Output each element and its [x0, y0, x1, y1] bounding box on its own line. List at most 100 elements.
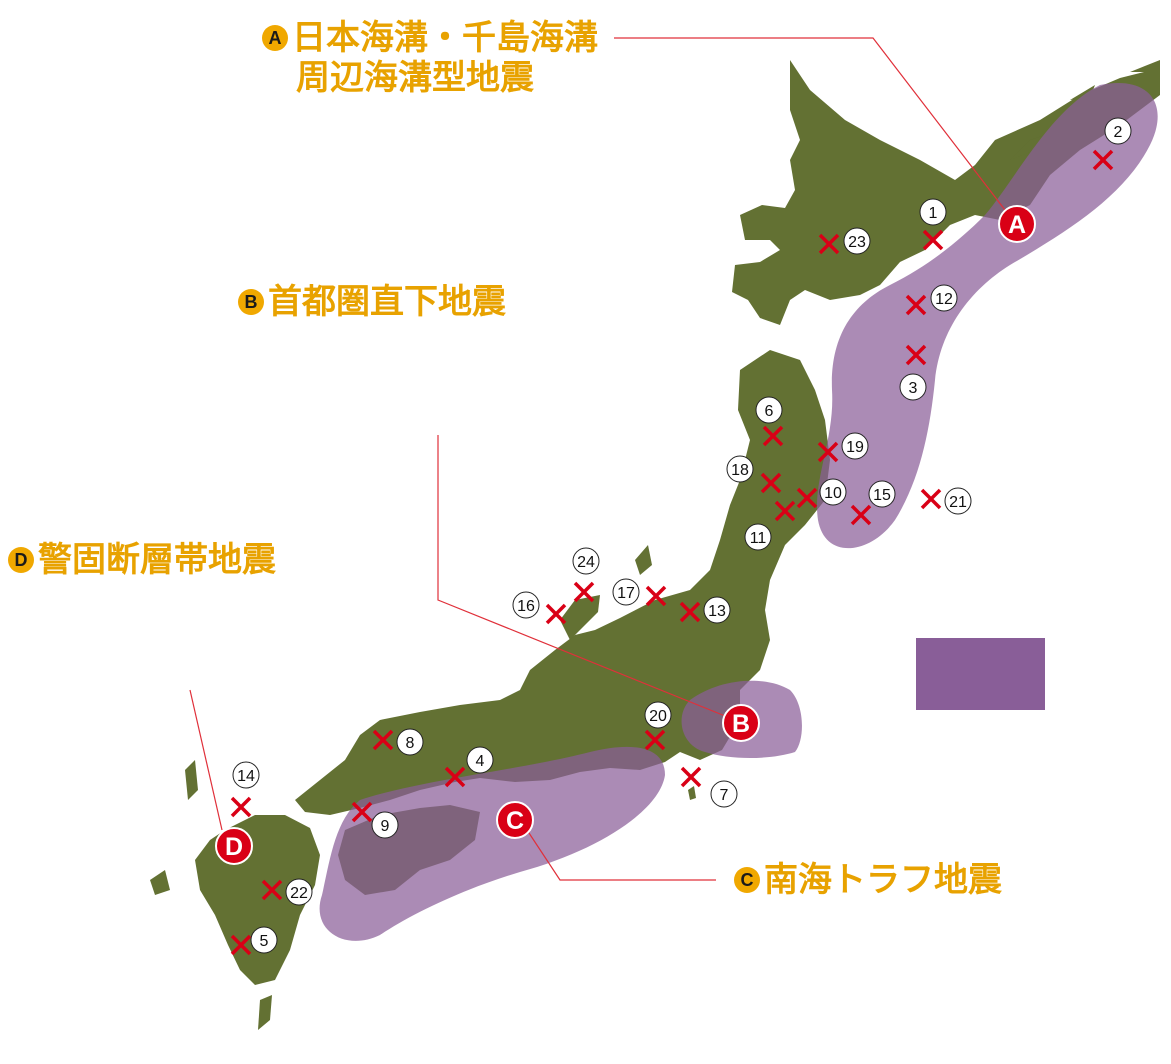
epicenter-3: 3: [899, 344, 927, 401]
epicenter-8: 8: [372, 728, 424, 756]
epicenter-18: 18: [726, 455, 782, 494]
epicenter-15: 15: [850, 480, 896, 526]
epicenter-17: 17: [612, 578, 667, 607]
epicenter-number-label: 10: [824, 485, 842, 502]
epicenter-number-circle: [703, 596, 731, 624]
epicenter-cross: [905, 344, 927, 366]
epicenter-cross: [573, 581, 595, 603]
zone-marker-c: C: [496, 801, 534, 839]
epicenter-9: 9: [351, 801, 399, 839]
epicenter-13: 13: [679, 596, 731, 624]
epicenter-cross: [545, 603, 567, 625]
label-d-title: 警固断層帯地震: [38, 540, 276, 580]
epicenter-number-label: 12: [935, 291, 953, 308]
epicenter-number-circle: [899, 373, 927, 401]
epicenter-20: 20: [644, 701, 672, 751]
epicenter-number-label: 18: [731, 462, 749, 479]
epicenter-cross: [762, 425, 784, 447]
epicenter-number-label: 15: [873, 487, 891, 504]
epicenter-cross: [230, 934, 252, 956]
epicenter-number-label: 3: [909, 380, 918, 397]
label-b-title: 首都圏直下地震: [268, 282, 506, 322]
label-c-badge: C: [734, 867, 760, 893]
label-a-title: 日本海溝・千島海溝: [292, 18, 598, 58]
epicenter-cross: [817, 441, 839, 463]
epicenter-cross: [261, 879, 283, 901]
epicenter-number-circle: [843, 227, 871, 255]
epicenter-cross: [760, 472, 782, 494]
epicenter-number-label: 21: [949, 494, 967, 511]
label-a-badge: A: [262, 25, 288, 51]
zone-marker-a: A: [998, 205, 1036, 243]
epicenter-22: 22: [261, 878, 313, 906]
epicenter-number-label: 22: [290, 885, 308, 902]
label-c-title: 南海トラフ地震: [764, 860, 1002, 900]
epicenter-cross: [230, 796, 252, 818]
epicenter-number-circle: [744, 523, 772, 551]
label-c: C 南海トラフ地震: [734, 860, 1002, 900]
zone-marker-d: D: [215, 827, 253, 865]
zone-marker-b: B: [722, 704, 760, 742]
epicenter-11: 11: [744, 500, 796, 551]
svg-text:D: D: [225, 833, 243, 861]
epicenter-number-label: 7: [720, 787, 729, 804]
epicenter-number-circle: [572, 547, 600, 575]
epicenter-number-circle: [841, 432, 869, 460]
epicenter-number-circle: [644, 701, 672, 729]
epicenter-number-label: 20: [649, 708, 667, 725]
label-d-badge: D: [8, 547, 34, 573]
epicenter-number-label: 2: [1114, 124, 1123, 141]
svg-text:A: A: [1008, 211, 1026, 239]
epicenter-cross: [444, 766, 466, 788]
leader-line-d: [189, 689, 223, 831]
epicenter-cross: [351, 801, 373, 823]
label-b-badge: B: [238, 289, 264, 315]
epicenter-number-label: 4: [476, 753, 485, 770]
label-b: B 首都圏直下地震: [238, 282, 506, 322]
noto-peninsula: [560, 595, 600, 640]
epicenter-number-circle: [944, 487, 972, 515]
epicenter-number-label: 23: [848, 234, 866, 251]
epicenter-number-circle: [396, 728, 424, 756]
epicenter-21: 21: [920, 487, 972, 515]
epicenter-number-label: 14: [237, 768, 255, 785]
epicenter-12: 12: [905, 284, 958, 316]
epicenter-number-label: 24: [577, 554, 595, 571]
epicenter-number-label: 19: [846, 439, 864, 456]
svg-text:B: B: [732, 710, 750, 738]
epicenter-number-circle: [285, 878, 313, 906]
epicenter-number-circle: [930, 284, 958, 312]
epicenter-23: 23: [818, 227, 871, 255]
epicenter-cross: [818, 233, 840, 255]
leader-line-a: [614, 37, 1006, 211]
leader-line-b: [437, 435, 736, 721]
legend-swatch: [916, 638, 1045, 710]
leader-line-c: [526, 829, 716, 881]
zone-c-area: [319, 746, 665, 941]
southern-islands: [258, 995, 272, 1030]
epicenter-number-circle: [726, 455, 754, 483]
epicenter-6: 6: [755, 396, 784, 447]
epicenter-number-label: 13: [708, 603, 726, 620]
epicenter-number-circle: [755, 396, 783, 424]
sado-island: [635, 545, 652, 575]
epicenter-number-circle: [868, 480, 896, 508]
epicenter-number-circle: [710, 780, 738, 808]
epicenter-7: 7: [680, 766, 738, 808]
epicenter-number-label: 6: [765, 403, 774, 420]
label-d: D 警固断層帯地震: [8, 540, 276, 580]
epicenter-number-label: 16: [517, 598, 535, 615]
epicenter-10: 10: [796, 478, 847, 509]
label-a-subtitle: 周辺海溝型地震: [296, 58, 534, 98]
epicenter-number-label: 5: [260, 933, 269, 950]
leader-lines: [189, 37, 1006, 881]
svg-text:C: C: [506, 807, 524, 835]
epicenter-cross: [645, 585, 667, 607]
epicenter-number-circle: [371, 811, 399, 839]
kuril-islands: [1010, 60, 1160, 160]
epicenter-cross: [920, 488, 942, 510]
goto-islands: [150, 870, 170, 895]
epicenter-number-circle: [1104, 117, 1132, 145]
epicenter-24: 24: [572, 547, 600, 603]
